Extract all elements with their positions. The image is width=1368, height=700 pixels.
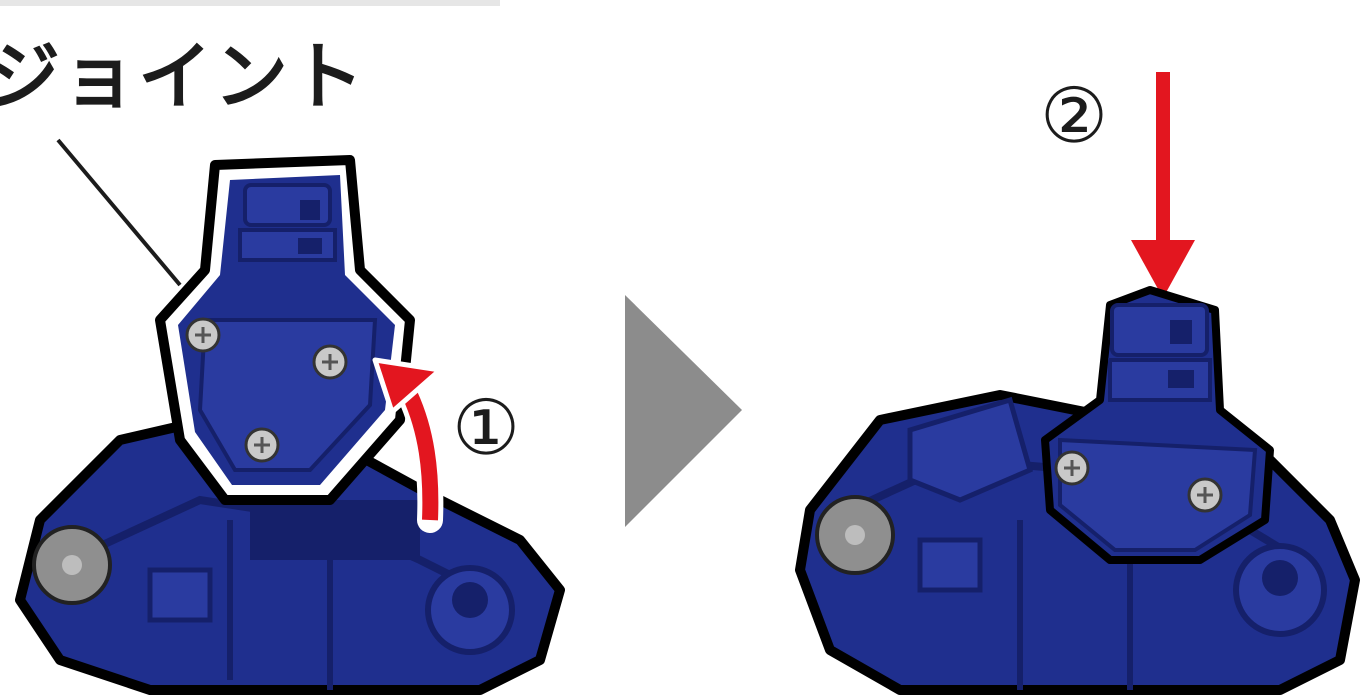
triangle-right-icon [625,295,742,527]
leader-line [58,140,180,285]
step-number-2: ② [1040,78,1108,154]
step-number-1: ① [452,390,520,466]
joint-part-left [160,160,410,500]
joint-label: ジョイント [0,40,366,114]
joint-part-right [1045,290,1270,560]
arrow-down-icon [1131,72,1195,298]
